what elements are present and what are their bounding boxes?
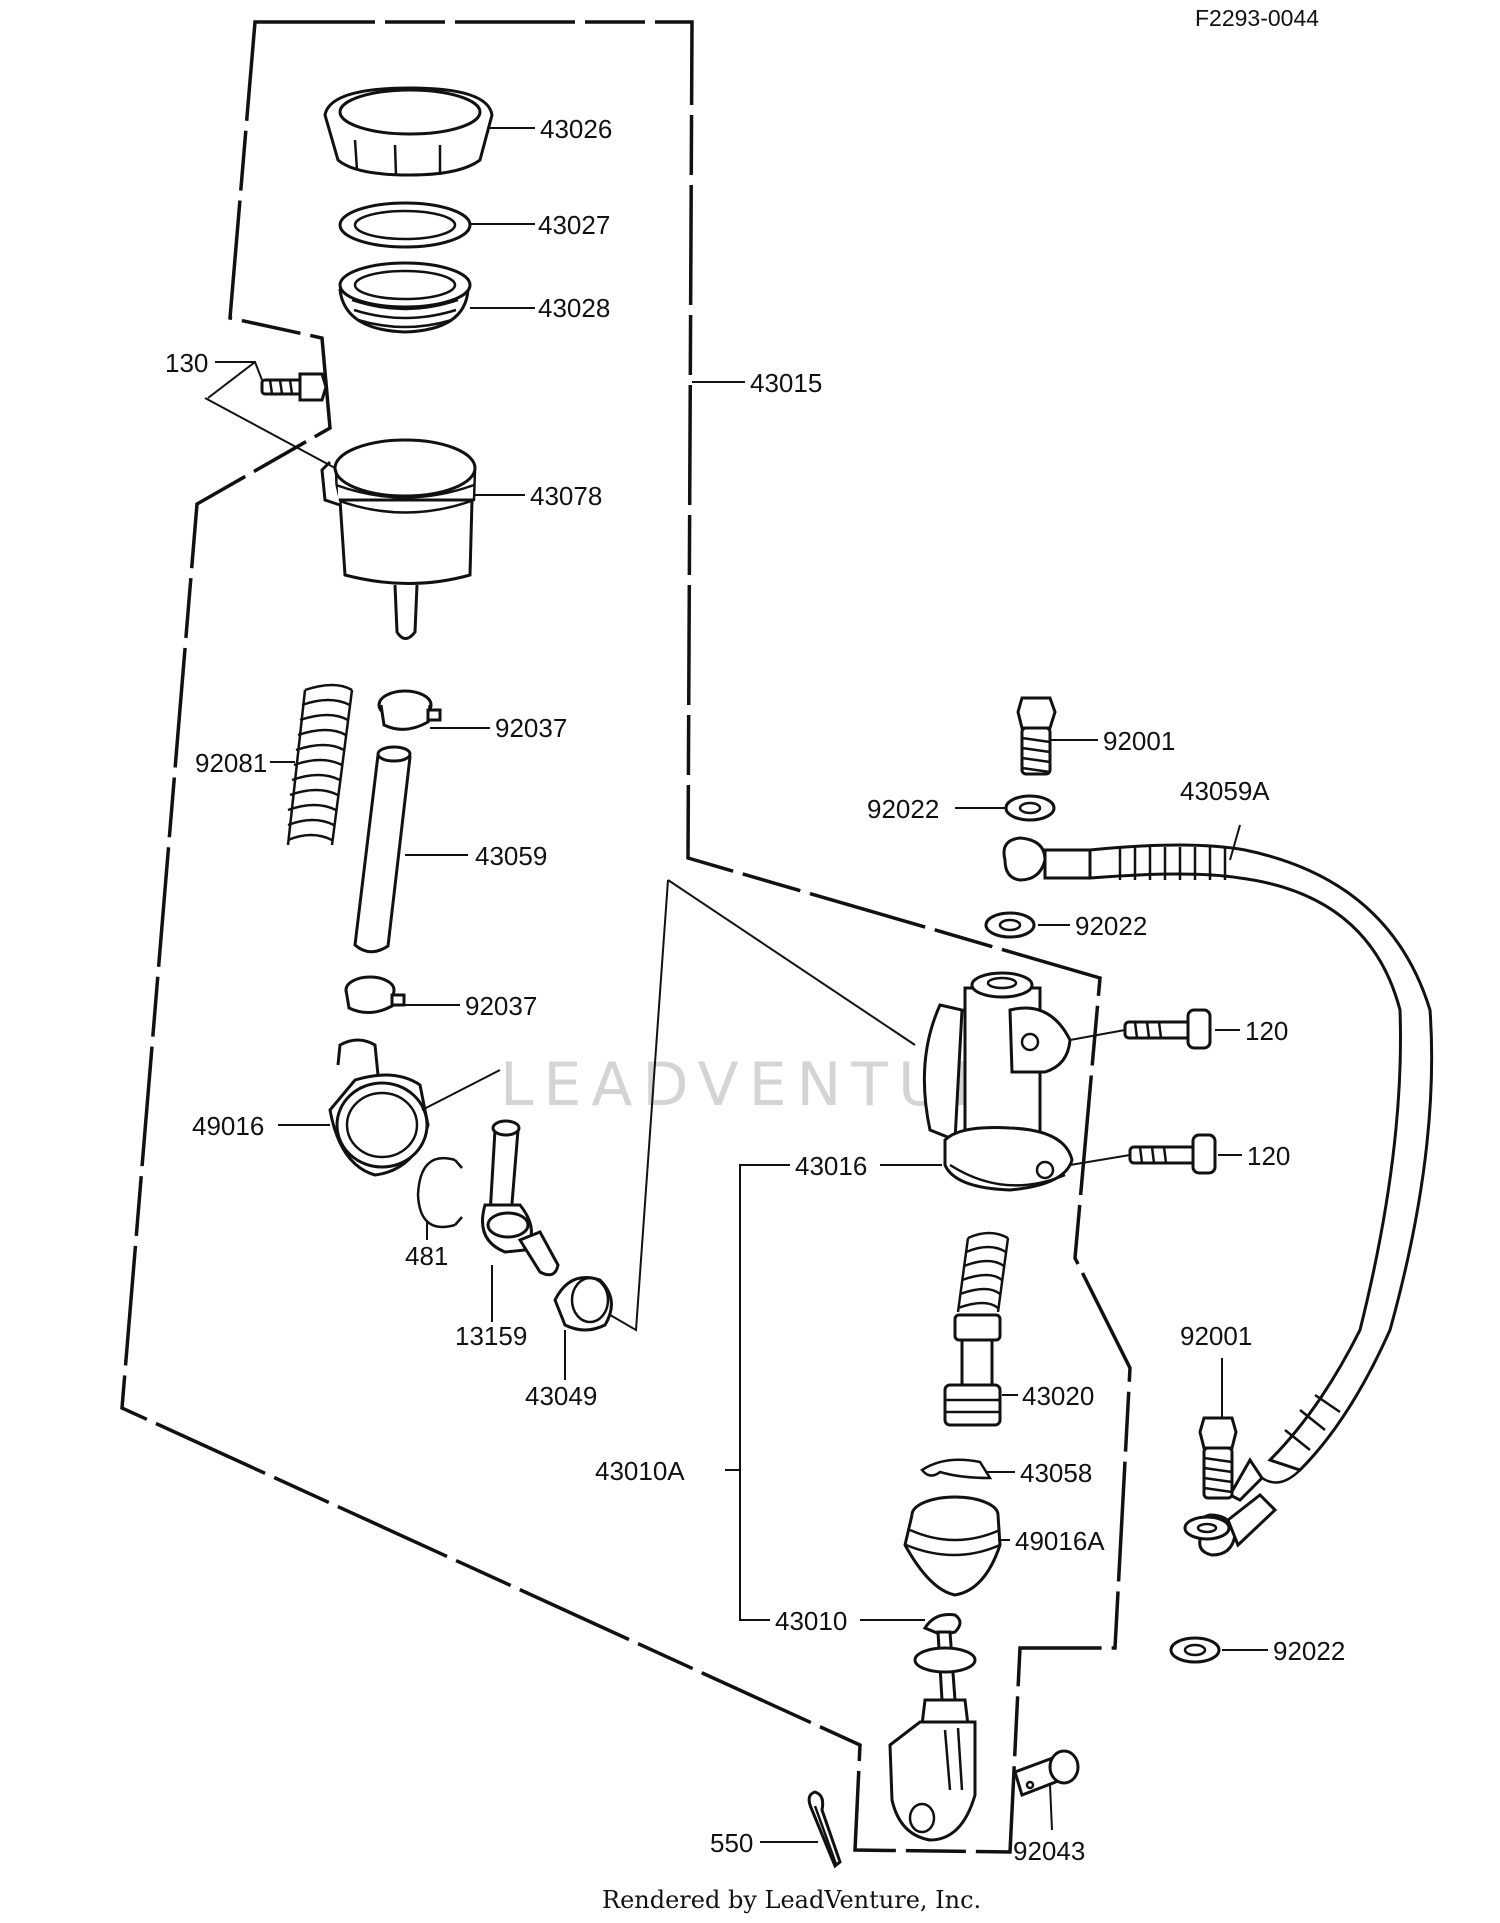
bolt-120-lower-part [1128,1133,1217,1175]
banjo-bolt-upper-part [1016,696,1057,776]
callout-43016: 43016 [795,1151,867,1181]
push-rod-part [888,1613,977,1842]
callout-481: 481 [405,1241,448,1271]
reservoir-part [320,438,477,640]
callout-43049: 43049 [525,1381,597,1411]
washer-lower-a-part [1183,1515,1231,1541]
clevis-pin-part [1013,1749,1080,1797]
pushrod-boot-part [903,1495,1002,1597]
callout-43020: 43020 [1022,1381,1094,1411]
cotter-pin-part [807,1790,842,1869]
footer-credit: Rendered by LeadVenture, Inc. [602,1886,981,1914]
callout-550: 550 [710,1828,753,1858]
callout-43026: 43026 [540,114,612,144]
callout-120-lower: 120 [1247,1141,1290,1171]
bolt-130-part [260,372,328,402]
retaining-clip-part [920,1458,993,1480]
master-cylinder-body-part [922,971,1074,1192]
callout-92001-lower: 92001 [1180,1321,1252,1351]
reference-code: F2293-0044 [1195,5,1319,31]
diaphragm-plate-part [338,201,472,249]
washer-upper-part [1004,794,1056,822]
callout-49016A: 49016A [1015,1526,1105,1556]
callout-43010A: 43010A [595,1456,685,1486]
callout-92001-upper: 92001 [1103,726,1175,756]
hose-clamp-lower-part [344,975,406,1014]
callout-13159: 13159 [455,1321,527,1351]
grommet-43049-part [553,1276,613,1332]
callout-92037-lower: 92037 [465,991,537,1021]
washer-mid-part [984,911,1036,939]
assembly-outline [120,20,1132,1854]
reservoir-cap-part [323,86,494,177]
callout-92037-upper: 92037 [495,713,567,743]
callout-92022-lower: 92022 [1273,1636,1345,1666]
callout-43059A: 43059A [1180,776,1270,806]
circlip-481-part [416,1157,463,1229]
hose-group-outline [604,879,916,1332]
callout-120-upper: 120 [1245,1016,1288,1046]
reservoir-hose-part [353,745,412,954]
callout-43078: 43078 [530,481,602,511]
piston-assembly-part [943,1231,1010,1427]
callout-43028: 43028 [538,293,610,323]
banjo-bolt-lower-part [1198,1416,1238,1500]
callout-92022-mid: 92022 [1075,911,1147,941]
callout-49016: 49016 [192,1111,264,1141]
dust-boot-part [328,1038,430,1177]
leader-lines [204,127,1268,1843]
callout-43027: 43027 [538,210,610,240]
hose-clamp-upper-part [377,689,442,731]
callout-43058: 43058 [1020,1458,1092,1488]
spring-92081-part [286,683,354,846]
washer-lower-b-part [1169,1636,1221,1664]
callout-92081: 92081 [195,748,267,778]
callout-92043: 92043 [1013,1836,1085,1866]
callout-43059: 43059 [475,841,547,871]
callout-92022-upper: 92022 [867,794,939,824]
callout-130: 130 [165,348,208,378]
bolt-120-upper-part [1123,1008,1212,1050]
callout-43015: 43015 [750,368,822,398]
inlet-fitting-part [481,1119,560,1277]
diaphragm-part [338,261,472,334]
callout-43010: 43010 [775,1606,847,1636]
